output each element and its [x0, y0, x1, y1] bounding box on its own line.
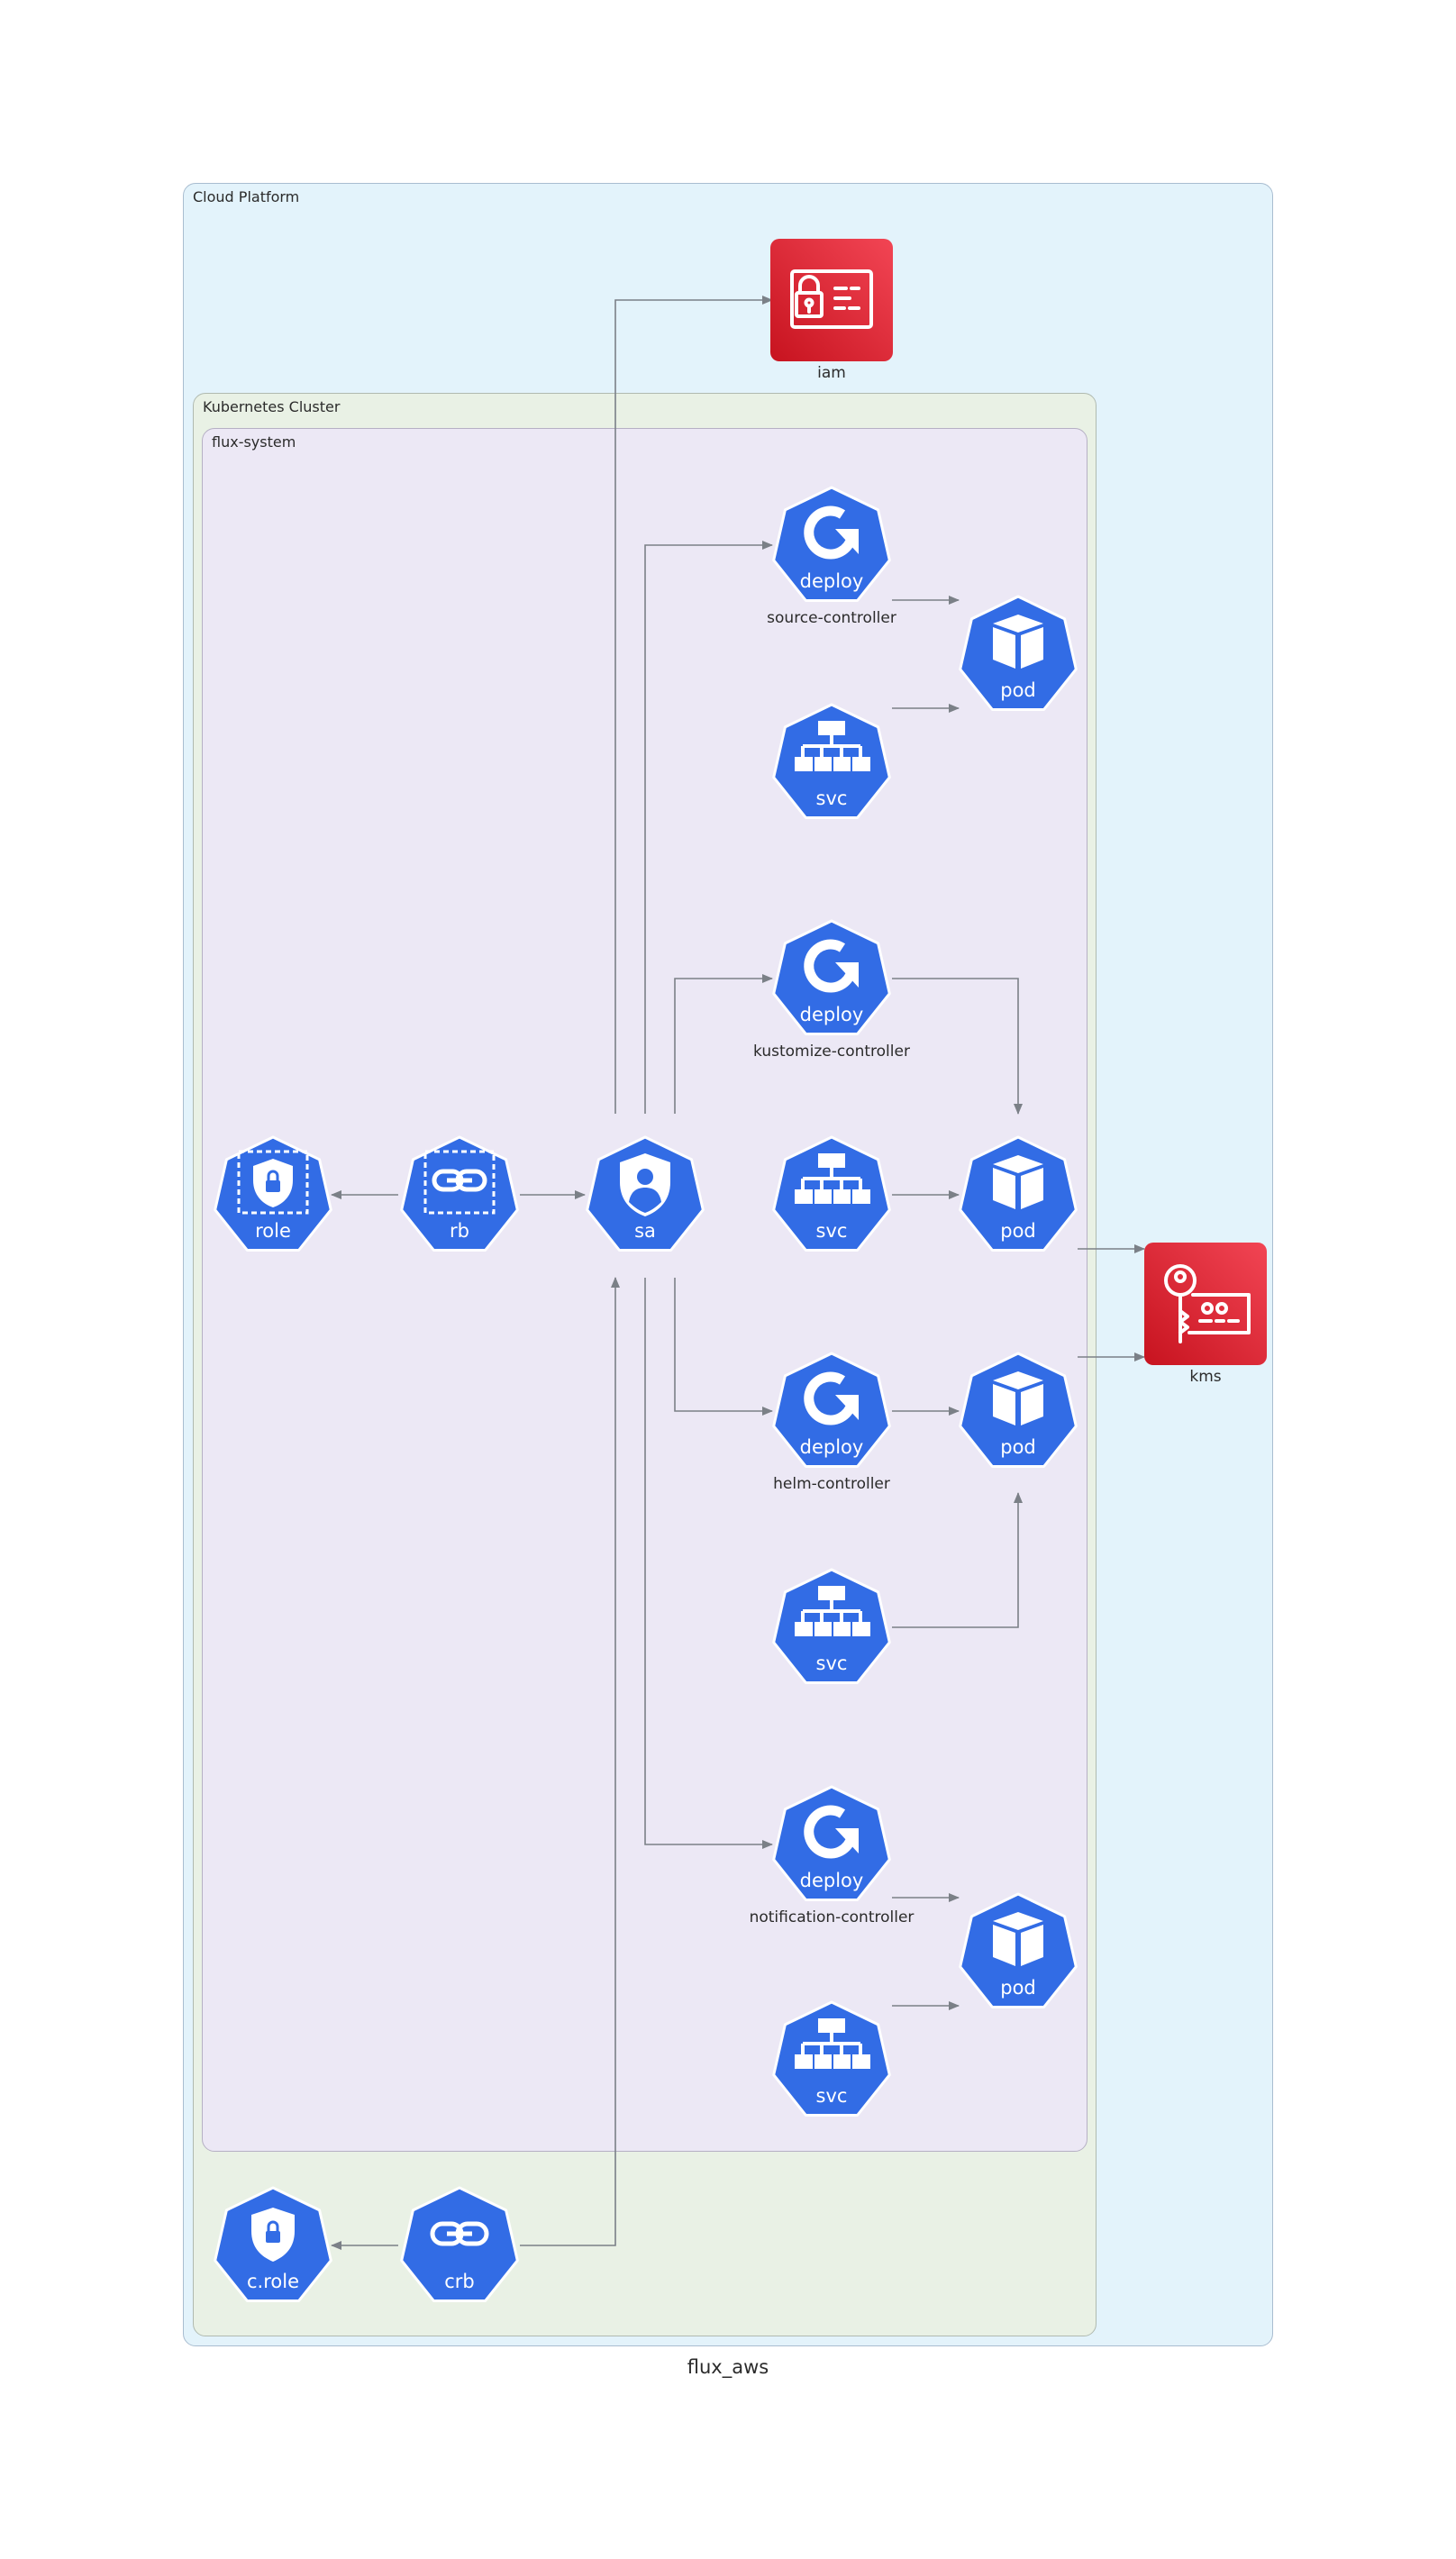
edge-sa-iam [614, 296, 773, 1114]
edge-sa-deploy-helm [674, 1278, 773, 1416]
k8s-clusterrolebinding-icon [400, 2186, 519, 2302]
pod-helm-node[interactable]: pod [955, 1348, 1081, 1474]
deploy-source-caption: source-controller [767, 609, 896, 627]
k8s-deploy-icon [772, 919, 891, 1035]
k8s-pod-icon [959, 1892, 1078, 2008]
edge-sa-deploy-kustomize [674, 974, 773, 1114]
aws-kms-icon [1144, 1243, 1267, 1365]
aws-iam-icon [770, 239, 893, 361]
edge-sa-deploy-source [644, 541, 773, 1114]
svc-source-node[interactable]: svc [769, 699, 895, 825]
crole-label: c.role [247, 2271, 299, 2292]
svc-helm-label: svc [815, 1653, 848, 1674]
deploy-source-node[interactable]: deploy [769, 482, 895, 608]
k8s-deploy-icon [772, 486, 891, 602]
edge-sa-deploy-notification [644, 1278, 773, 1849]
iam-caption: iam [817, 364, 846, 382]
crole-node[interactable]: c.role [210, 2182, 336, 2309]
role-label: role [255, 1220, 291, 1242]
deploy-helm-label: deploy [799, 1436, 864, 1458]
pod-notification-label: pod [1000, 1977, 1036, 1999]
crb-label: crb [444, 2271, 475, 2292]
cluster-label-k8s: Kubernetes Cluster [203, 398, 341, 415]
k8s-svc-icon [772, 2000, 891, 2117]
edge-svc-helm-pod [892, 1492, 1023, 1628]
k8s-pod-icon [959, 595, 1078, 711]
pod-helm-label: pod [1000, 1436, 1036, 1458]
svc-source-label: svc [815, 788, 848, 809]
svc-helm-node[interactable]: svc [769, 1564, 895, 1690]
k8s-svc-icon [772, 1135, 891, 1252]
role-node[interactable]: role [210, 1132, 336, 1258]
k8s-role-icon [214, 1135, 332, 1252]
k8s-pod-icon [959, 1135, 1078, 1252]
svc-notification-node[interactable]: svc [769, 1997, 895, 2123]
deploy-notification-node[interactable]: deploy [769, 1781, 895, 1908]
iam-node[interactable] [770, 239, 893, 361]
sa-label: sa [634, 1220, 656, 1242]
deploy-notification-caption: notification-controller [749, 1908, 915, 1926]
k8s-deploy-icon [772, 1352, 891, 1468]
deploy-helm-caption: helm-controller [773, 1475, 890, 1493]
k8s-rolebinding-icon [400, 1135, 519, 1252]
kms-node[interactable] [1144, 1243, 1267, 1365]
edge-crb-sa [520, 1277, 620, 2246]
diagram-title: flux_aws [687, 2356, 769, 2378]
svc-kustomize-label: svc [815, 1220, 848, 1242]
pod-source-label: pod [1000, 679, 1036, 701]
cluster-label-cloud: Cloud Platform [193, 188, 300, 205]
kms-caption: kms [1189, 1368, 1222, 1386]
deploy-kustomize-caption: kustomize-controller [753, 1043, 910, 1061]
deploy-helm-node[interactable]: deploy [769, 1348, 895, 1474]
svc-notification-label: svc [815, 2085, 848, 2107]
pod-notification-node[interactable]: pod [955, 1889, 1081, 2015]
svc-kustomize-node[interactable]: svc [769, 1132, 895, 1258]
k8s-deploy-icon [772, 1785, 891, 1901]
edge-deploy-kustomize-pod [892, 978, 1023, 1115]
deploy-kustomize-label: deploy [799, 1004, 864, 1025]
sa-node[interactable]: sa [582, 1132, 708, 1258]
k8s-clusterrole-icon [214, 2186, 332, 2302]
cluster-label-flux: flux-system [212, 433, 296, 451]
pod-source-node[interactable]: pod [955, 591, 1081, 717]
crb-node[interactable]: crb [396, 2182, 523, 2309]
k8s-svc-icon [772, 703, 891, 819]
deploy-source-label: deploy [799, 570, 864, 592]
deploy-kustomize-node[interactable]: deploy [769, 915, 895, 1042]
pod-kustomize-node[interactable]: pod [955, 1132, 1081, 1258]
k8s-serviceaccount-icon [586, 1135, 705, 1252]
pod-kustomize-label: pod [1000, 1220, 1036, 1242]
k8s-pod-icon [959, 1352, 1078, 1468]
deploy-notification-label: deploy [799, 1870, 864, 1891]
rb-label: rb [450, 1220, 469, 1242]
rb-node[interactable]: rb [396, 1132, 523, 1258]
k8s-svc-icon [772, 1568, 891, 1684]
